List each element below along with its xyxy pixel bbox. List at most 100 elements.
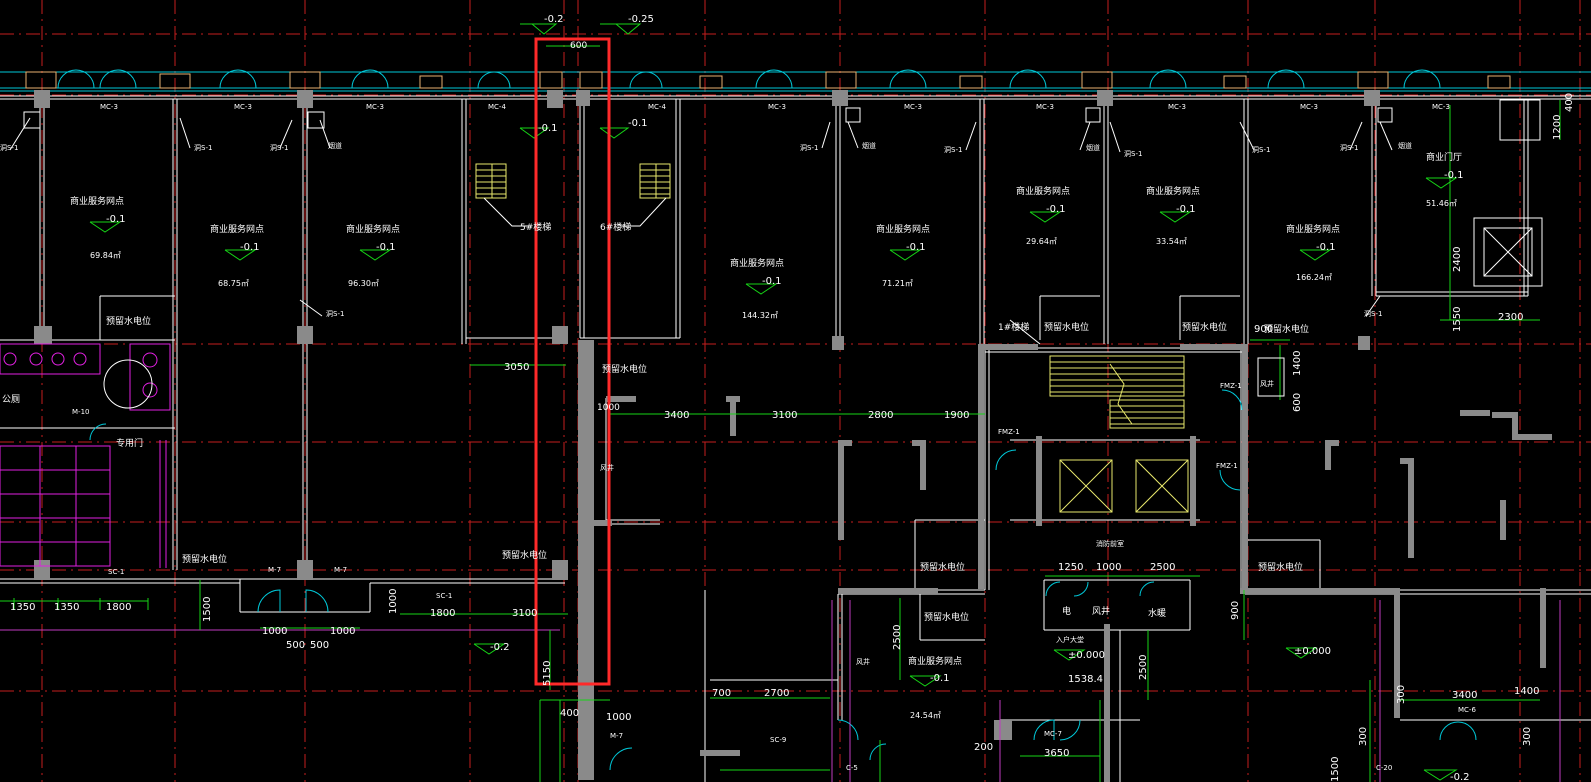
utility-7: 预留水电位	[920, 561, 965, 573]
door-mc4-1: MC-4	[488, 103, 506, 111]
label-stair5: 5#楼梯	[520, 221, 551, 233]
room10-area: 24.54㎡	[910, 711, 941, 720]
dim-400: 400	[1564, 93, 1575, 112]
highlight-selection-box[interactable]	[534, 37, 611, 686]
label-public-restroom: 公厕	[2, 394, 20, 405]
room6-name: 商业服务网点	[1016, 185, 1070, 197]
door-m7-1: M-7	[268, 566, 281, 574]
dim-1800: 1800	[106, 602, 131, 613]
dim-1900: 1900	[944, 410, 969, 421]
utility-1: 预留水电位	[106, 315, 151, 327]
level-room7: -0.1	[1176, 204, 1196, 215]
dim-200: 200	[974, 742, 993, 753]
label-vent2: 烟道	[862, 141, 876, 150]
level-right-zero: ±0.000	[1294, 646, 1331, 657]
dim-3650: 3650	[1044, 748, 1069, 759]
room5-name: 商业服务网点	[876, 223, 930, 235]
dim-3100: 3100	[772, 410, 797, 421]
level-room6: -0.1	[1046, 204, 1066, 215]
door-fmz1-2: FMZ-1	[1220, 382, 1242, 390]
room6-area: 29.64㎡	[1026, 237, 1057, 246]
label-elec: 电	[1062, 605, 1071, 617]
door-ds1-4: 洞S-1	[326, 309, 344, 318]
door-m7-2: M-7	[334, 566, 347, 574]
utility-5: 预留水电位	[182, 553, 227, 565]
room3-area: 96.30㎡	[348, 279, 379, 288]
leader-lines	[9, 117, 1393, 345]
level-stair6: -0.1	[628, 118, 648, 129]
door-mc7: MC-7	[1044, 730, 1062, 738]
room9-area: 51.46㎡	[1426, 199, 1457, 208]
level-room9: -0.1	[1444, 170, 1464, 181]
dim-1400-b: 1400	[1514, 686, 1539, 697]
dim-900: 900	[1254, 324, 1273, 335]
level-top-left: -0.2	[544, 14, 564, 25]
stair-5	[475, 163, 507, 199]
label-water: 水暖	[1148, 607, 1166, 619]
room2-name: 商业服务网点	[210, 223, 264, 235]
dim-1500-b: 1500	[1330, 757, 1341, 782]
dim-1000-d: 1000	[388, 589, 399, 614]
door-sc1-2: SC-1	[436, 592, 452, 600]
elevators	[1059, 459, 1189, 513]
door-mc3-7: MC-3	[1168, 103, 1186, 111]
level-triangles	[89, 23, 1458, 781]
dim-1350-b: 1350	[54, 602, 79, 613]
level-bottom-1: -0.2	[490, 642, 510, 653]
room1-name: 商业服务网点	[70, 195, 124, 207]
door-mc3-6: MC-3	[1036, 103, 1054, 111]
glass-facade	[0, 69, 1591, 92]
label-stair6: 6#楼梯	[600, 221, 631, 233]
level-entry: ±0.000	[1068, 650, 1105, 661]
dim-1350-a: 1350	[10, 602, 35, 613]
dim-3400-b: 3400	[1452, 690, 1477, 701]
dim-2500: 2500	[892, 625, 903, 650]
dim-1000-b: 1000	[262, 626, 287, 637]
door-fmz1-1: FMZ-1	[998, 428, 1020, 436]
label-private-door: 专用门	[116, 437, 143, 449]
door-ds1-2: 洞S-1	[194, 143, 212, 152]
door-ds1-6: 洞S-1	[944, 145, 962, 154]
door-m7-3: M-7	[610, 732, 623, 740]
door-mc3-1: MC-3	[100, 103, 118, 111]
dim-400-b: 400	[560, 708, 579, 719]
door-ds1-1: 洞S-1	[0, 143, 18, 152]
door-mc3-2: MC-3	[234, 103, 252, 111]
level-room3: -0.1	[376, 242, 396, 253]
level-room4: -0.1	[762, 276, 782, 287]
utility-10: 预留水电位	[1264, 323, 1309, 335]
dim-5150: 5150	[542, 661, 553, 686]
dim-2400: 2400	[1452, 247, 1463, 272]
grey-wall-masses	[578, 340, 1552, 782]
room10-name: 商业服务网点	[908, 655, 962, 667]
room1-area: 69.84㎡	[90, 251, 121, 260]
restroom-fixtures	[0, 343, 171, 568]
utility-4: 预留水电位	[1182, 321, 1227, 333]
door-mc4-2: MC-4	[648, 103, 666, 111]
dim-300-c: 300	[1522, 727, 1533, 746]
dim-1550: 1550	[1452, 307, 1463, 332]
room9-name: 商业门厅	[1426, 151, 1462, 163]
dim-1200: 1200	[1552, 115, 1563, 140]
room4-name: 商业服务网点	[730, 257, 784, 269]
level-room5: -0.1	[906, 242, 926, 253]
label-entry-hall: 入户大堂	[1056, 635, 1084, 644]
label-wind4: 风井	[600, 463, 614, 472]
label-vent4: 烟道	[1398, 141, 1412, 150]
door-mc3-8: MC-3	[1300, 103, 1318, 111]
door-ds1-5: 洞S-1	[800, 143, 818, 152]
dim-3400: 3400	[664, 410, 689, 421]
columns	[34, 90, 1380, 740]
door-c5: C-5	[846, 764, 858, 772]
door-ds1-8: 洞S-1	[1252, 145, 1270, 154]
label-vent3: 烟道	[1086, 143, 1100, 152]
level-room2: -0.1	[240, 242, 260, 253]
dim-1400: 1400	[1292, 351, 1303, 376]
dimension-lines	[0, 45, 1561, 782]
level-bottom-right: -0.2	[1450, 772, 1470, 782]
dim-600-side: 600	[1292, 393, 1303, 412]
dim-3050: 3050	[504, 362, 529, 373]
stair-6	[639, 163, 671, 199]
